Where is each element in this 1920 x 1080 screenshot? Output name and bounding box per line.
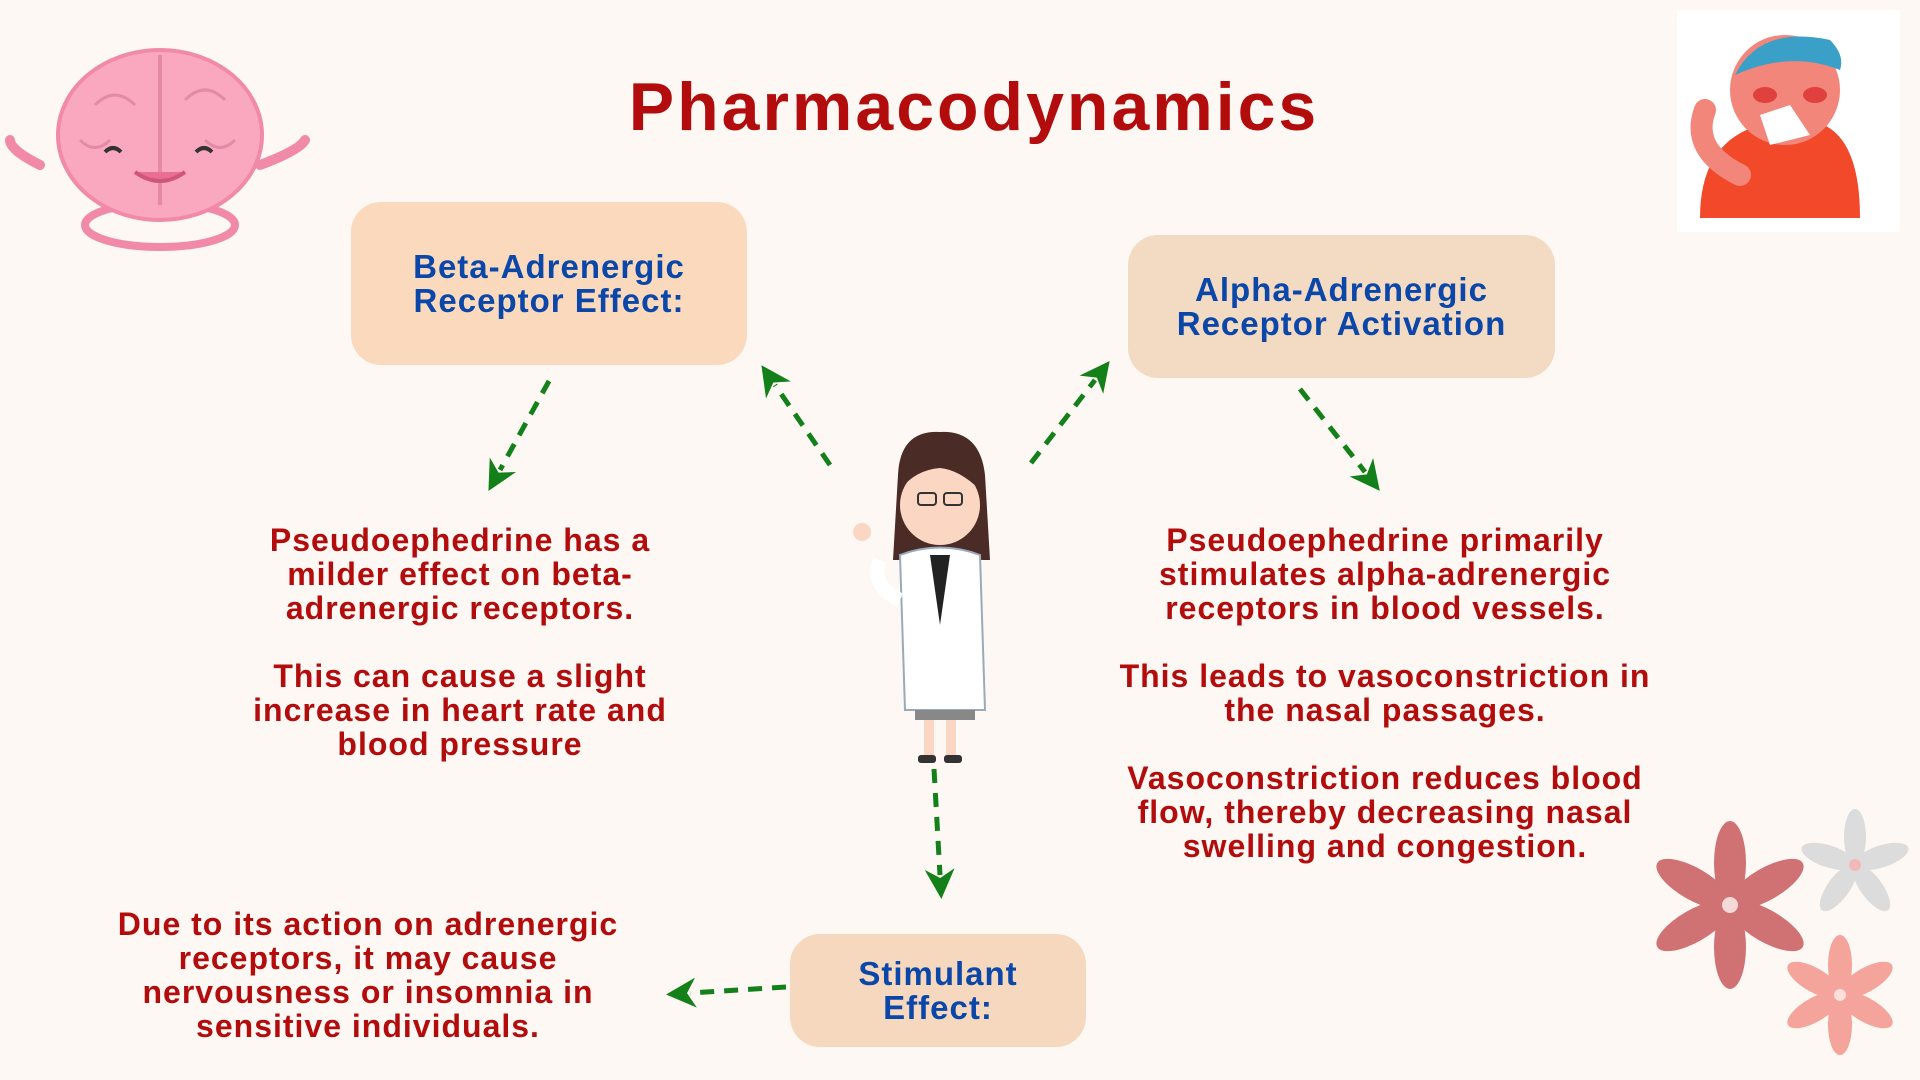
stimulant-effect-box: Stimulant Effect: [790,934,1086,1047]
alpha-receptor-heading: Alpha-Adrenergic Receptor Activation [1176,270,1507,342]
arrow-doctor-to-beta [761,365,833,467]
flowers-decoration [1656,809,1909,1055]
arrow-alpha-to-text [1298,387,1380,491]
alpha-receptor-box: Alpha-Adrenergic Receptor Activation [1128,235,1555,378]
arrow-beta-to-text [488,379,552,492]
beta-receptor-heading: Beta-Adrenergic Receptor Effect: [413,247,685,319]
alpha-description-1: Pseudoephedrine primarily stimulates alp… [1158,522,1612,626]
beta-receptor-box: Beta-Adrenergic Receptor Effect: [351,202,747,365]
beta-description-1: Pseudoephedrine has a milder effect on b… [269,522,651,626]
stimulant-effect-heading: Stimulant Effect: [858,954,1018,1026]
stimulant-description: Due to its action on adrenergic receptor… [117,906,619,1044]
arrow-doctor-to-alpha [1029,360,1110,465]
page-title: Pharmacodynamics [628,69,1320,145]
arrow-doctor-to-stimulant [924,768,955,899]
alpha-description-3: Vasoconstriction reduces blood flow, the… [1127,760,1643,864]
alpha-description-2: This leads to vasoconstriction in the na… [1119,658,1651,728]
arrow-stimulant-to-text [666,977,787,1008]
doctor-illustration [853,431,990,763]
beta-description: Pseudoephedrine has a milder effect on b… [225,523,695,795]
sneezing-person-illustration [1677,10,1900,232]
beta-description-2: This can cause a slight increase in hear… [253,658,667,762]
alpha-description: Pseudoephedrine primarily stimulates alp… [1095,523,1675,897]
meditating-brain-illustration [5,48,310,251]
